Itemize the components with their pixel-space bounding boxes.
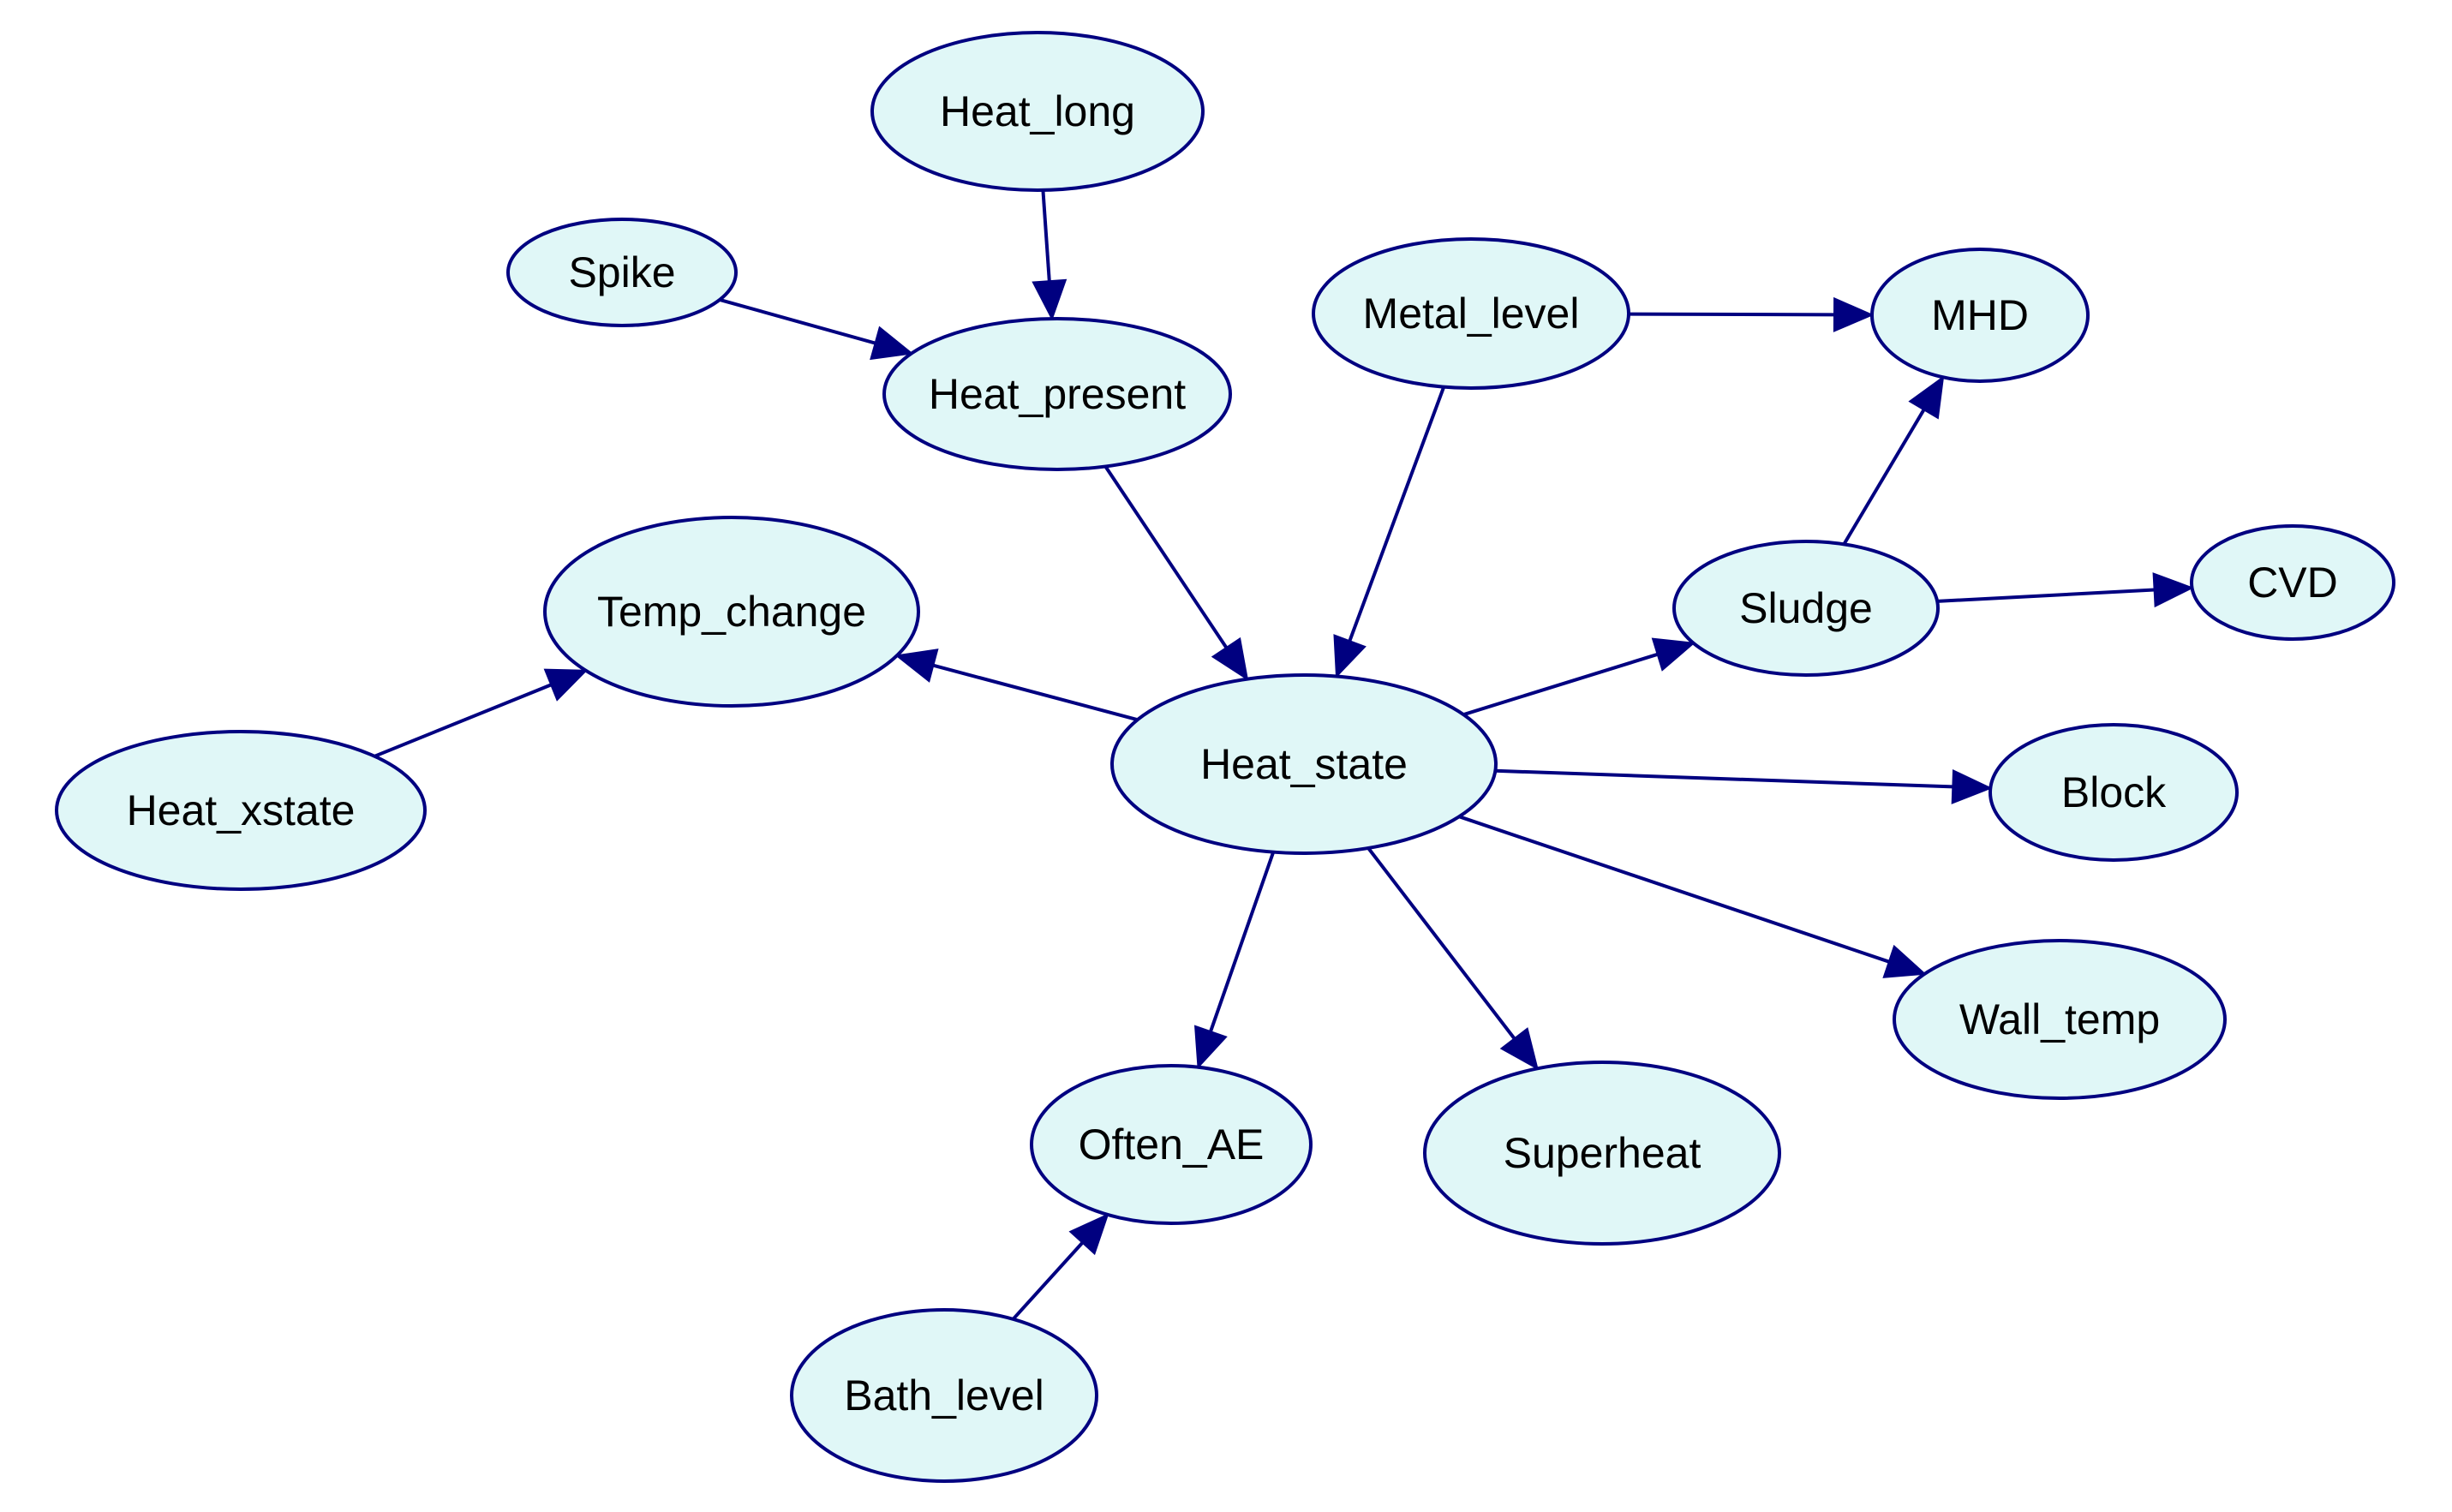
arrowhead-icon <box>1032 278 1068 321</box>
arrowhead-icon <box>1833 296 1875 332</box>
node-ellipse <box>506 218 738 327</box>
arrowhead-icon <box>1882 944 1927 978</box>
arrowhead-icon <box>1193 1025 1228 1070</box>
edge-heat_state-to-temp_change <box>894 648 1139 722</box>
node-label: Temp_change <box>597 588 866 636</box>
node-bath-level: Bath_level <box>790 1308 1098 1483</box>
node-ellipse <box>1312 237 1630 390</box>
edge-line <box>1012 1241 1084 1321</box>
arrowhead-icon <box>1211 636 1249 681</box>
node-label: Often_AE <box>1079 1121 1265 1168</box>
edge-metal_level-to-mhd <box>1628 296 1875 332</box>
edge-spike-to-heat_present <box>719 297 914 361</box>
node-label: MHD <box>1931 291 2029 339</box>
arrowhead-icon <box>543 668 589 702</box>
node-heat-xstate: Heat_xstate <box>55 730 427 891</box>
node-ellipse <box>1423 1061 1781 1246</box>
edge-heat_state-to-wall_temp <box>1458 815 1927 978</box>
edge-heat_state-to-sludge <box>1462 637 1696 717</box>
node-label: Heat_long <box>940 87 1135 135</box>
edge-line <box>719 297 876 345</box>
node-spike: Spike <box>506 218 738 327</box>
node-often-ae: Often_AE <box>1030 1064 1313 1225</box>
node-label: Bath_level <box>844 1372 1044 1419</box>
arrowhead-icon <box>894 648 939 683</box>
node-ellipse <box>1989 723 2239 862</box>
edge-line <box>1458 815 1890 964</box>
edge-line <box>1495 768 1953 789</box>
node-ellipse <box>1672 540 1940 677</box>
node-ellipse <box>882 317 1232 471</box>
node-wall-temp: Wall_temp <box>1893 939 2227 1100</box>
node-label: Heat_state <box>1200 740 1408 788</box>
node-heat-state: Heat_state <box>1110 673 1498 855</box>
node-label: Metal_level <box>1363 290 1580 338</box>
node-label: Superheat <box>1504 1129 1701 1177</box>
node-ellipse <box>1893 939 2227 1100</box>
node-label: Wall_temp <box>1959 995 2160 1043</box>
edges-layer <box>374 189 2195 1321</box>
edge-line <box>1462 652 1659 717</box>
edge-line <box>374 683 552 758</box>
node-heat-long: Heat_long <box>870 31 1205 192</box>
edge-heat_long-to-heat_present <box>1032 189 1068 321</box>
node-label: Spike <box>568 248 675 296</box>
edge-bath_level-to-often_ae <box>1012 1213 1109 1321</box>
edge-heat_state-to-often_ae <box>1193 852 1276 1070</box>
node-ellipse <box>1110 673 1498 855</box>
node-ellipse <box>55 730 427 891</box>
edge-heat_present-to-heat_state <box>1103 465 1249 681</box>
arrowhead-icon <box>1908 375 1945 420</box>
node-label: Heat_present <box>929 370 1186 418</box>
arrowhead-icon <box>1333 634 1367 678</box>
node-heat-present: Heat_present <box>882 317 1232 471</box>
node-block: Block <box>1989 723 2239 862</box>
arrowhead-icon <box>2152 572 2195 608</box>
edge-line <box>1209 852 1276 1032</box>
node-ellipse <box>543 516 920 708</box>
arrowhead-icon <box>1068 1213 1109 1256</box>
node-ellipse <box>790 1308 1098 1483</box>
edge-heat_state-to-block <box>1495 768 1993 804</box>
node-label: Heat_xstate <box>127 786 356 834</box>
edge-line <box>1348 386 1446 642</box>
edge-line <box>1628 312 1835 317</box>
node-ellipse <box>870 31 1205 192</box>
node-ellipse <box>1870 248 2090 383</box>
edge-line <box>1842 409 1926 546</box>
edge-line <box>1103 465 1229 649</box>
node-ellipse <box>2190 524 2395 641</box>
arrowhead-icon <box>1651 637 1696 672</box>
node-metal-level: Metal_level <box>1312 237 1630 390</box>
edge-line <box>932 663 1139 722</box>
edge-line <box>1041 189 1051 282</box>
edge-line <box>1367 846 1516 1040</box>
edge-line <box>1937 588 2155 603</box>
edge-heat_xstate-to-temp_change <box>374 668 589 758</box>
node-ellipse <box>1030 1064 1313 1225</box>
arrowhead-icon <box>1951 768 1993 804</box>
node-cvd: CVD <box>2190 524 2395 641</box>
edge-heat_state-to-superheat <box>1367 846 1539 1071</box>
arrowhead-icon <box>870 326 914 361</box>
edge-sludge-to-cvd <box>1937 572 2195 608</box>
edge-sludge-to-mhd <box>1842 375 1945 546</box>
node-sludge: Sludge <box>1672 540 1940 677</box>
node-superheat: Superheat <box>1423 1061 1781 1246</box>
arrowhead-icon <box>1499 1027 1539 1071</box>
edge-metal_level-to-heat_state <box>1333 386 1446 678</box>
node-label: Block <box>2061 768 2167 816</box>
node-mhd: MHD <box>1870 248 2090 383</box>
node-label: Sludge <box>1739 584 1873 632</box>
node-label: CVD <box>2247 559 2338 607</box>
node-temp-change: Temp_change <box>543 516 920 708</box>
